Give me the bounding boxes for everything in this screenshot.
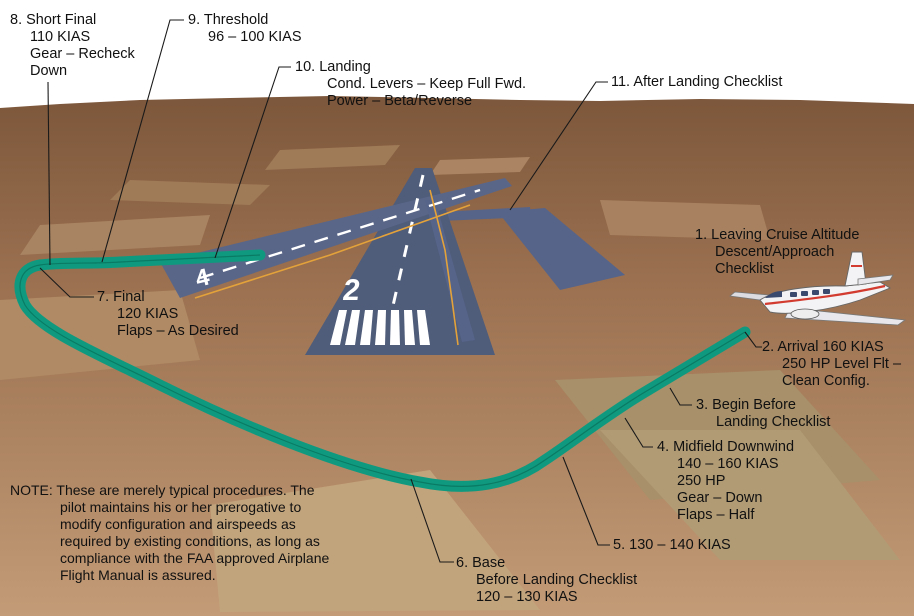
step-5-label: 5. 130 – 140 KIAS <box>613 537 731 553</box>
leader-10 <box>214 66 291 259</box>
ramp <box>498 208 625 290</box>
leader-9 <box>101 19 184 263</box>
leader-4 <box>624 417 653 448</box>
note-text: NOTE: These are merely typical procedure… <box>10 482 330 583</box>
step-8-label: 8. Short Final 110 KIAS Gear – Recheck D… <box>10 12 135 79</box>
leader-lines <box>39 19 762 563</box>
runway-2 <box>305 168 495 355</box>
threshold-bars <box>330 310 430 345</box>
airport <box>160 168 625 355</box>
leader-3 <box>669 387 692 406</box>
leader-5 <box>562 456 610 546</box>
leader-2 <box>744 331 762 348</box>
airplane-icon <box>729 251 907 326</box>
step-1-label: 1. Leaving Cruise Altitude Descent/Appro… <box>695 227 860 277</box>
step-6-label: 6. Base Before Landing Checklist 120 – 1… <box>456 555 638 605</box>
runway-number-2: 2 <box>341 274 362 307</box>
step-2-label: 2. Arrival 160 KIAS 250 HP Level Flt – C… <box>762 339 902 389</box>
step-7-label: 7. Final 120 KIAS Flaps – As Desired <box>97 289 239 339</box>
step-11-label: 11. After Landing Checklist <box>611 74 783 90</box>
step-4-label: 4. Midfield Downwind 140 – 160 KIAS 250 … <box>657 439 795 523</box>
parallel-taxiway <box>425 200 475 342</box>
runway-4 <box>160 178 512 298</box>
step-9-label: 9. Threshold 96 – 100 KIAS <box>188 12 302 45</box>
leader-8 <box>47 81 51 266</box>
leader-6 <box>410 478 454 563</box>
leader-7 <box>39 267 94 298</box>
leader-11 <box>509 81 608 211</box>
step-10-label: 10. Landing Cond. Levers – Keep Full Fwd… <box>295 59 527 109</box>
step-3-label: 3. Begin Before Landing Checklist <box>696 397 831 430</box>
